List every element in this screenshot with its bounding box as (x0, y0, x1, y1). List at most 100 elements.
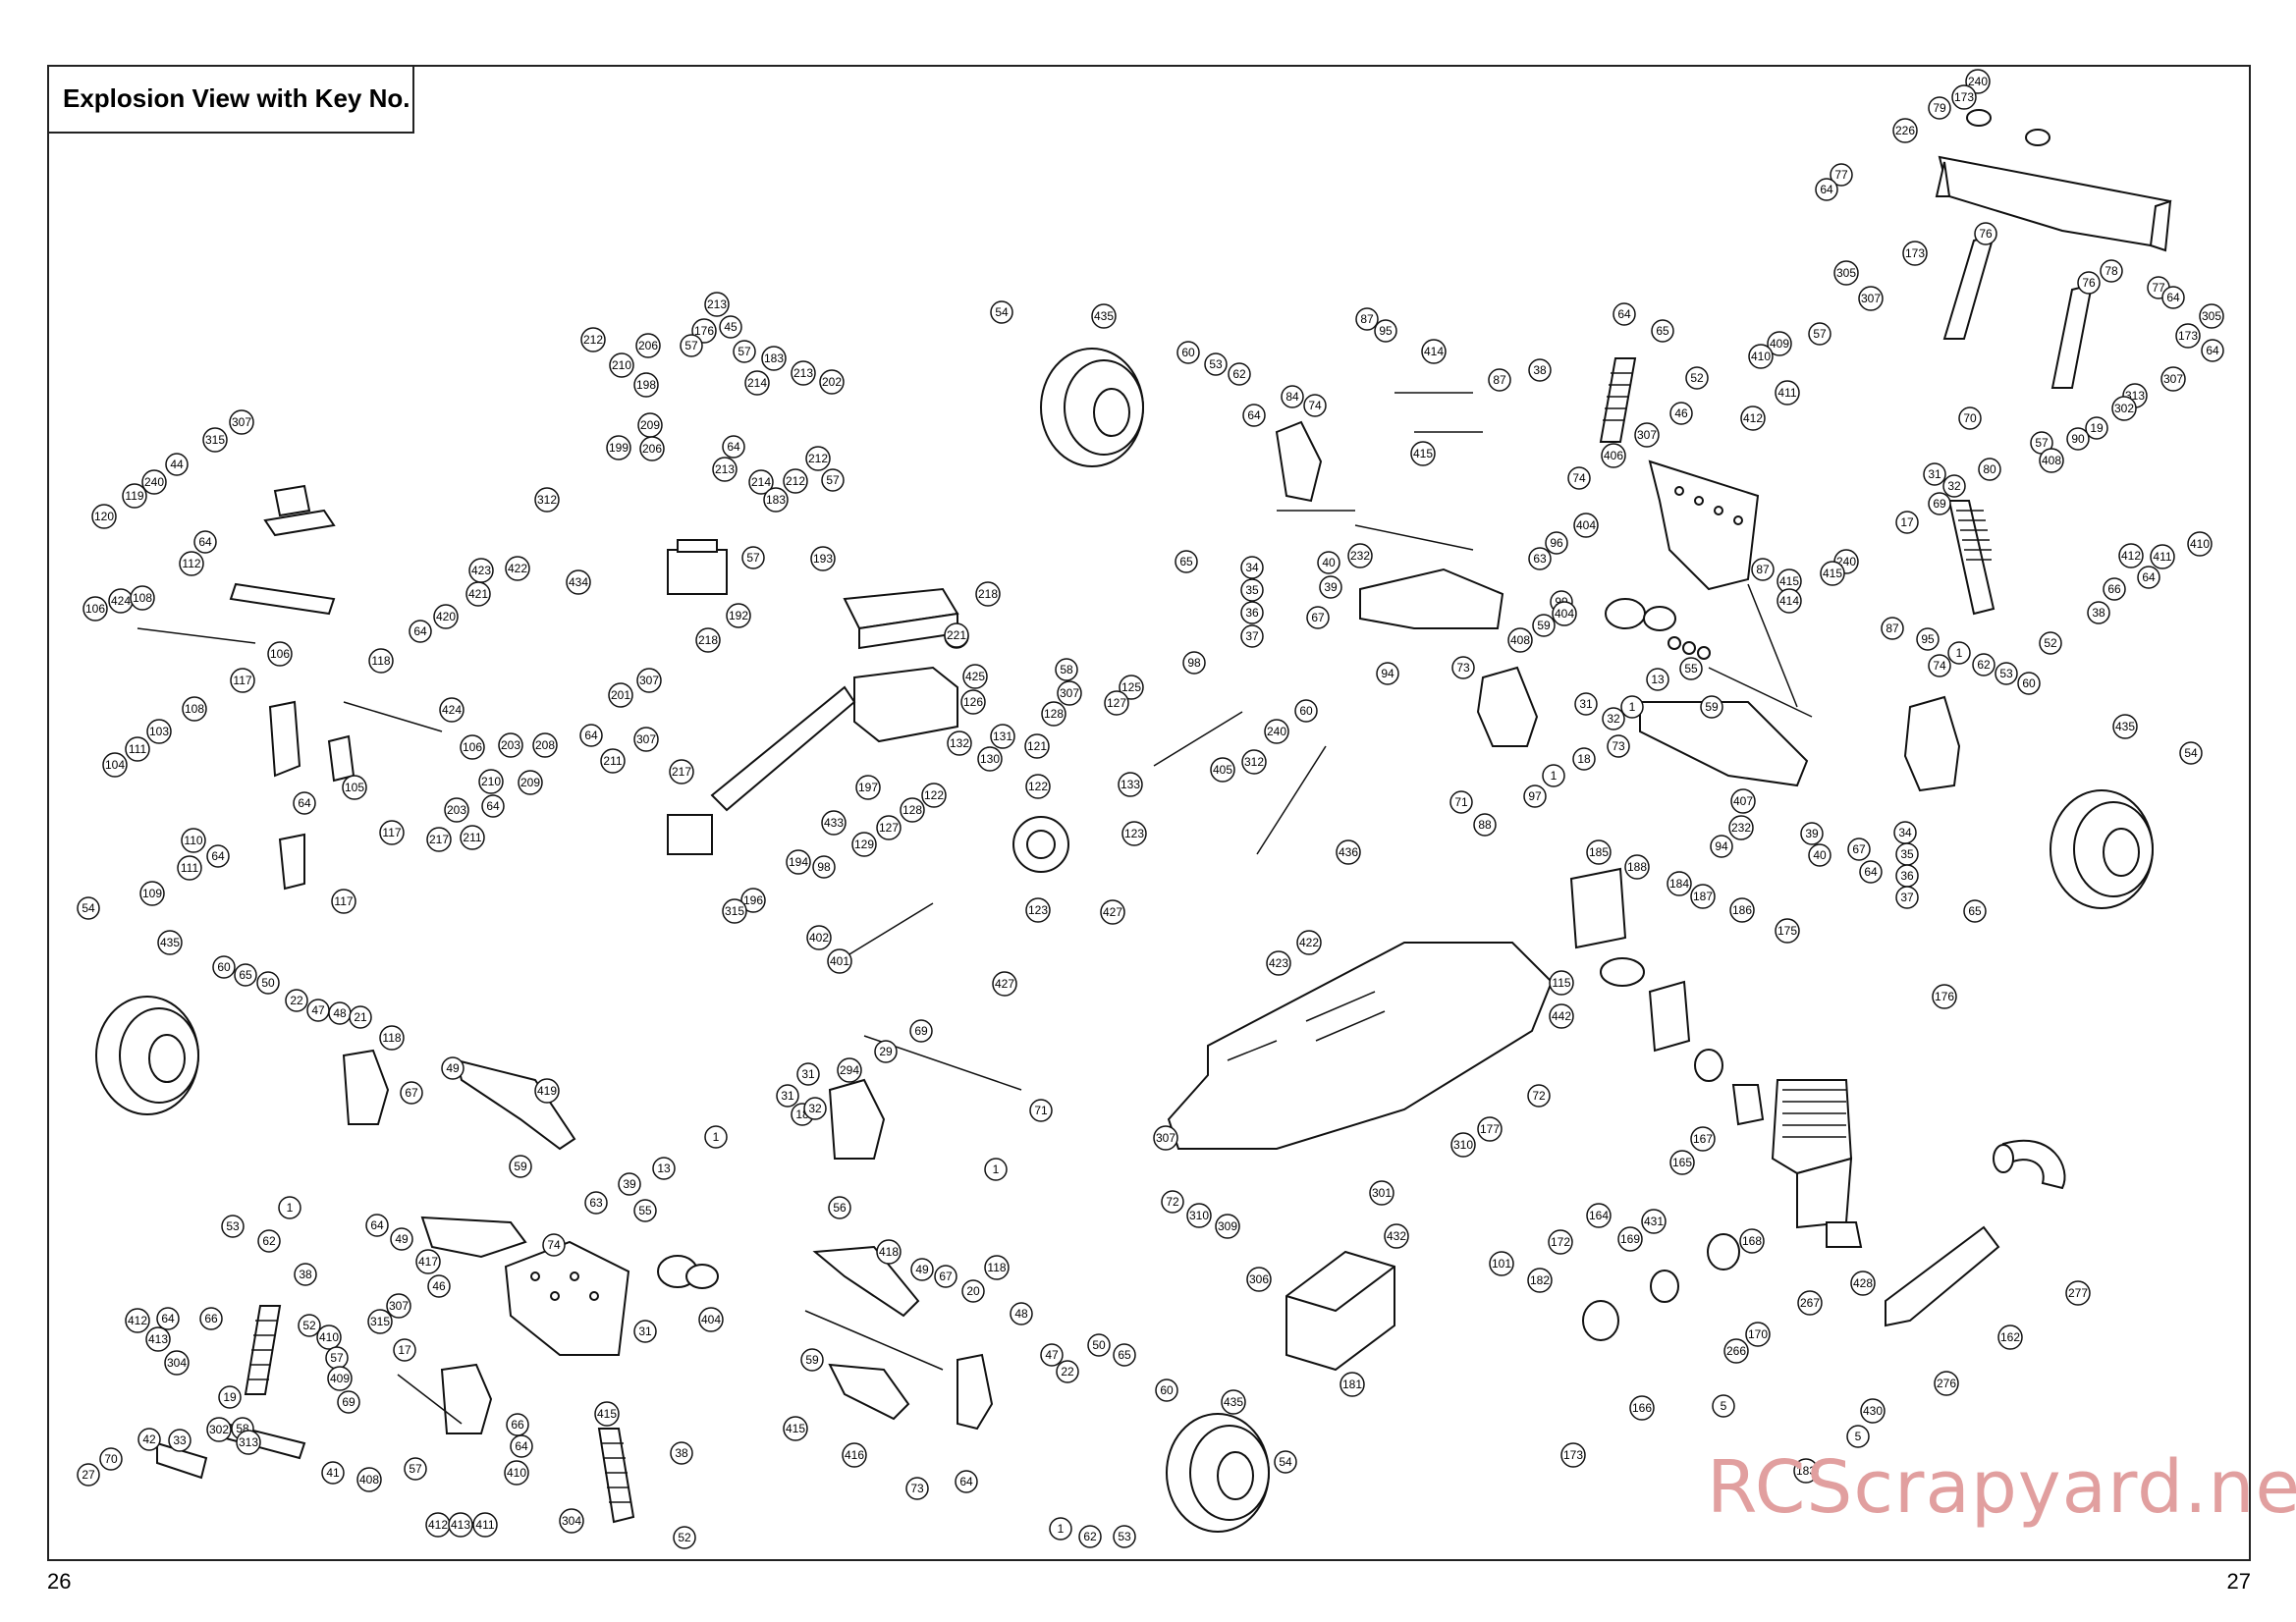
key-callout-label: 64 (1617, 307, 1631, 321)
key-callout-circle (741, 546, 765, 569)
key-callout-circle (267, 641, 293, 667)
key-callout: 306 (1246, 1267, 1272, 1292)
key-callout-label: 123 (1124, 827, 1144, 840)
key-callout-label: 414 (1779, 594, 1799, 608)
key-callout: 60 (212, 955, 236, 979)
key-callout-circle (1629, 1395, 1655, 1421)
key-callout-label: 115 (1552, 976, 1570, 990)
key-callout-label: 33 (173, 1433, 187, 1447)
key-callout-label: 98 (817, 860, 831, 874)
key-callout-circle (855, 775, 881, 800)
key-callout: 240 (1264, 719, 1289, 744)
key-callout-circle (791, 360, 816, 386)
key-callout-circle (1651, 319, 1674, 343)
key-callout-circle (1240, 578, 1264, 602)
key-callout: 65 (1963, 899, 1987, 923)
key-callout-label: 424 (442, 703, 462, 717)
key-callout-label: 411 (2153, 550, 2171, 564)
key-callout: 50 (1087, 1333, 1111, 1357)
key-callout-circle (1881, 617, 1904, 640)
key-callout-label: 52 (1690, 371, 1704, 385)
key-callout: 112 (179, 551, 204, 576)
key-callout-label: 17 (398, 1343, 411, 1357)
key-callout: 118 (379, 1025, 405, 1051)
key-callout-label: 184 (1669, 877, 1689, 891)
key-callout-label: 420 (436, 610, 456, 623)
key-callout-label: 218 (978, 587, 998, 601)
key-callout-circle (712, 457, 738, 482)
key-callout-circle (478, 769, 504, 794)
key-callout: 64 (1815, 178, 1838, 201)
key-callout-circle (2150, 544, 2175, 569)
key-callout-circle (1296, 930, 1322, 955)
key-callout-label: 1 (1956, 646, 1963, 660)
key-callout-label: 211 (603, 754, 622, 768)
key-callout-circle (1624, 854, 1650, 880)
key-callout-label: 162 (2000, 1330, 2020, 1344)
key-callout-circle (444, 797, 469, 823)
key-callout-label: 302 (2114, 402, 2134, 415)
key-callout-circle (594, 1401, 620, 1427)
key-callout-label: 31 (1928, 467, 1941, 481)
key-callout: 32 (1942, 474, 1966, 498)
key-callout-label: 307 (1637, 428, 1657, 442)
key-callout-circle (944, 622, 969, 648)
key-callout-label: 88 (1478, 818, 1492, 832)
key-callout: 182 (1527, 1268, 1553, 1293)
key-callout-circle (1100, 899, 1125, 925)
key-callout-label: 404 (1576, 518, 1596, 532)
key-callout: 17 (393, 1338, 416, 1362)
key-callout: 432 (1384, 1223, 1409, 1249)
key-callout-label: 201 (611, 688, 630, 702)
key-callout-circle (1808, 322, 1831, 346)
key-callout-label: 67 (405, 1086, 418, 1100)
key-callout-label: 1 (993, 1162, 1000, 1176)
key-callout-label: 57 (409, 1462, 422, 1476)
key-callout-circle (652, 1157, 676, 1180)
key-callout-circle (146, 719, 172, 744)
key-callout-label: 307 (636, 732, 656, 746)
key-callout-label: 173 (1954, 90, 1974, 104)
key-callout-label: 307 (232, 415, 251, 429)
key-callout-label: 32 (808, 1102, 822, 1115)
key-callout-label: 307 (389, 1299, 409, 1313)
key-callout: 304 (559, 1508, 584, 1534)
key-callout-circle (876, 815, 902, 840)
key-callout: 433 (821, 810, 847, 836)
key-callout-label: 52 (302, 1319, 316, 1332)
key-callout-label: 185 (1589, 845, 1609, 859)
exhaust-pipe (1885, 1139, 2066, 1327)
key-callout-circle (1477, 1116, 1503, 1142)
key-callout-label: 58 (1060, 663, 1073, 676)
key-callout-label: 67 (1852, 842, 1866, 856)
key-callout-circle (379, 1025, 405, 1051)
key-callout: 88 (1473, 813, 1497, 837)
key-callout-circle (2187, 531, 2213, 557)
key-callout-label: 34 (1245, 561, 1259, 574)
key-callout: 98 (812, 855, 836, 879)
key-callout-label: 96 (1550, 536, 1563, 550)
key-callout-circle (202, 427, 228, 453)
key-callout-label: 414 (1424, 345, 1444, 358)
key-callout-circle (837, 1057, 862, 1083)
key-callout: 44 (165, 453, 189, 476)
key-callout-label: 39 (1805, 827, 1819, 840)
key-callout: 123 (1121, 821, 1147, 846)
key-callout-circle (206, 844, 230, 868)
key-callout: 47 (306, 999, 330, 1022)
key-callout-circle (1155, 1379, 1178, 1402)
key-callout-label: 410 (1751, 350, 1771, 363)
key-callout-label: 50 (1092, 1338, 1106, 1352)
key-callout-circle (1507, 627, 1533, 653)
key-callout-circle (1055, 658, 1078, 681)
key-callout: 188 (1624, 854, 1650, 880)
key-callout: 404 (698, 1307, 724, 1332)
key-callout: 59 (509, 1155, 532, 1178)
front-differential (657, 1255, 719, 1289)
key-callout: 412 (425, 1512, 451, 1538)
key-callout-label: 126 (963, 695, 983, 709)
key-callout-circle (1934, 1371, 1959, 1396)
key-callout-label: 64 (1864, 865, 1878, 879)
key-callout-label: 410 (507, 1466, 526, 1480)
key-callout-label: 410 (319, 1330, 339, 1344)
